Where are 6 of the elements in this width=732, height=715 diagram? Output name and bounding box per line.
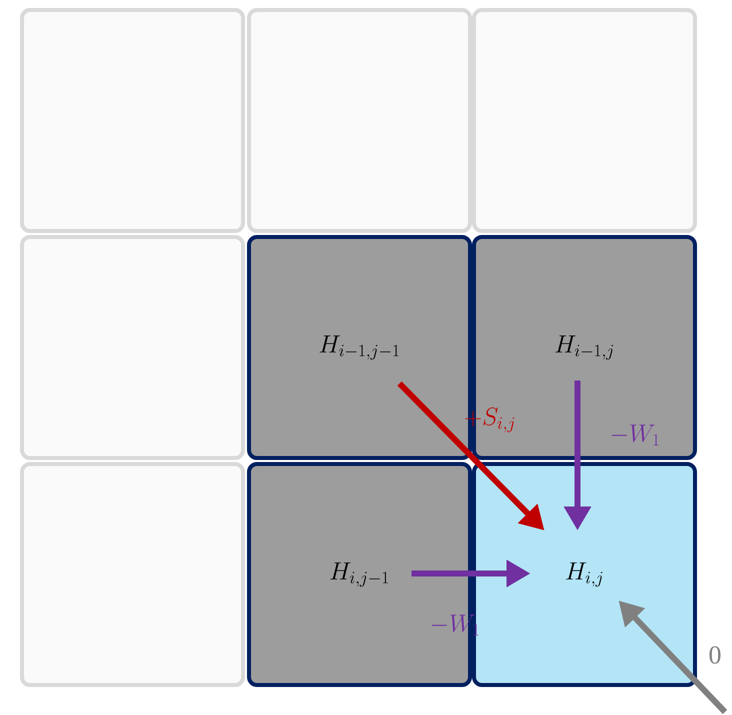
empty-cell [247,8,472,233]
empty-cell [20,8,245,233]
edge-label: 0 [709,646,720,664]
empty-cell [20,462,245,687]
edge-label: $-W_1$ [612,424,659,446]
empty-cell [20,235,245,460]
